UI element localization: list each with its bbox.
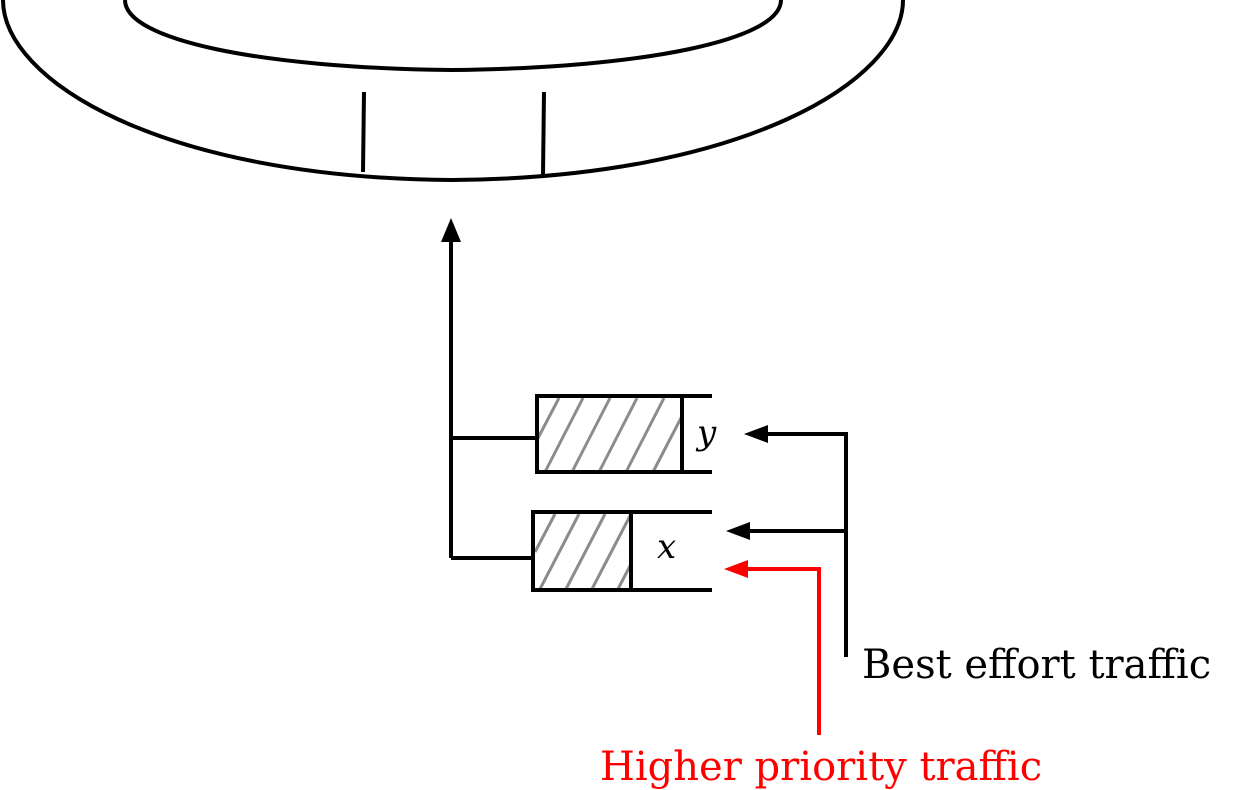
ring-inner-edge [123,0,783,73]
queue-y-hatch-fill [535,397,684,473]
output-arrow-head [441,218,461,242]
ring-slot-left-divider [361,91,366,173]
priority-feed: Higher priority traffic [600,560,1042,790]
output-path [441,218,535,560]
queue-x-hatch-fill [533,513,633,590]
queue-y-outline [535,394,712,474]
ring [1,0,905,183]
ring-slot-right-divider [541,91,546,176]
queue-y: y [535,394,717,474]
queue-x: x [531,510,712,592]
best-effort-to-y-arrowhead [744,425,768,443]
priority-arrowhead [724,560,748,578]
priority-path [745,567,821,735]
queue-y-label: y [695,413,717,453]
ring-outer-edge [1,0,905,183]
best-effort-to-x-arrowhead [726,522,750,540]
queue-x-outline [531,510,712,592]
priority-label: Higher priority traffic [600,744,1042,790]
best-effort-label: Best effort traffic [862,642,1211,688]
best-effort-feed: Best effort traffic [726,425,1211,688]
queue-x-label: x [657,527,676,567]
